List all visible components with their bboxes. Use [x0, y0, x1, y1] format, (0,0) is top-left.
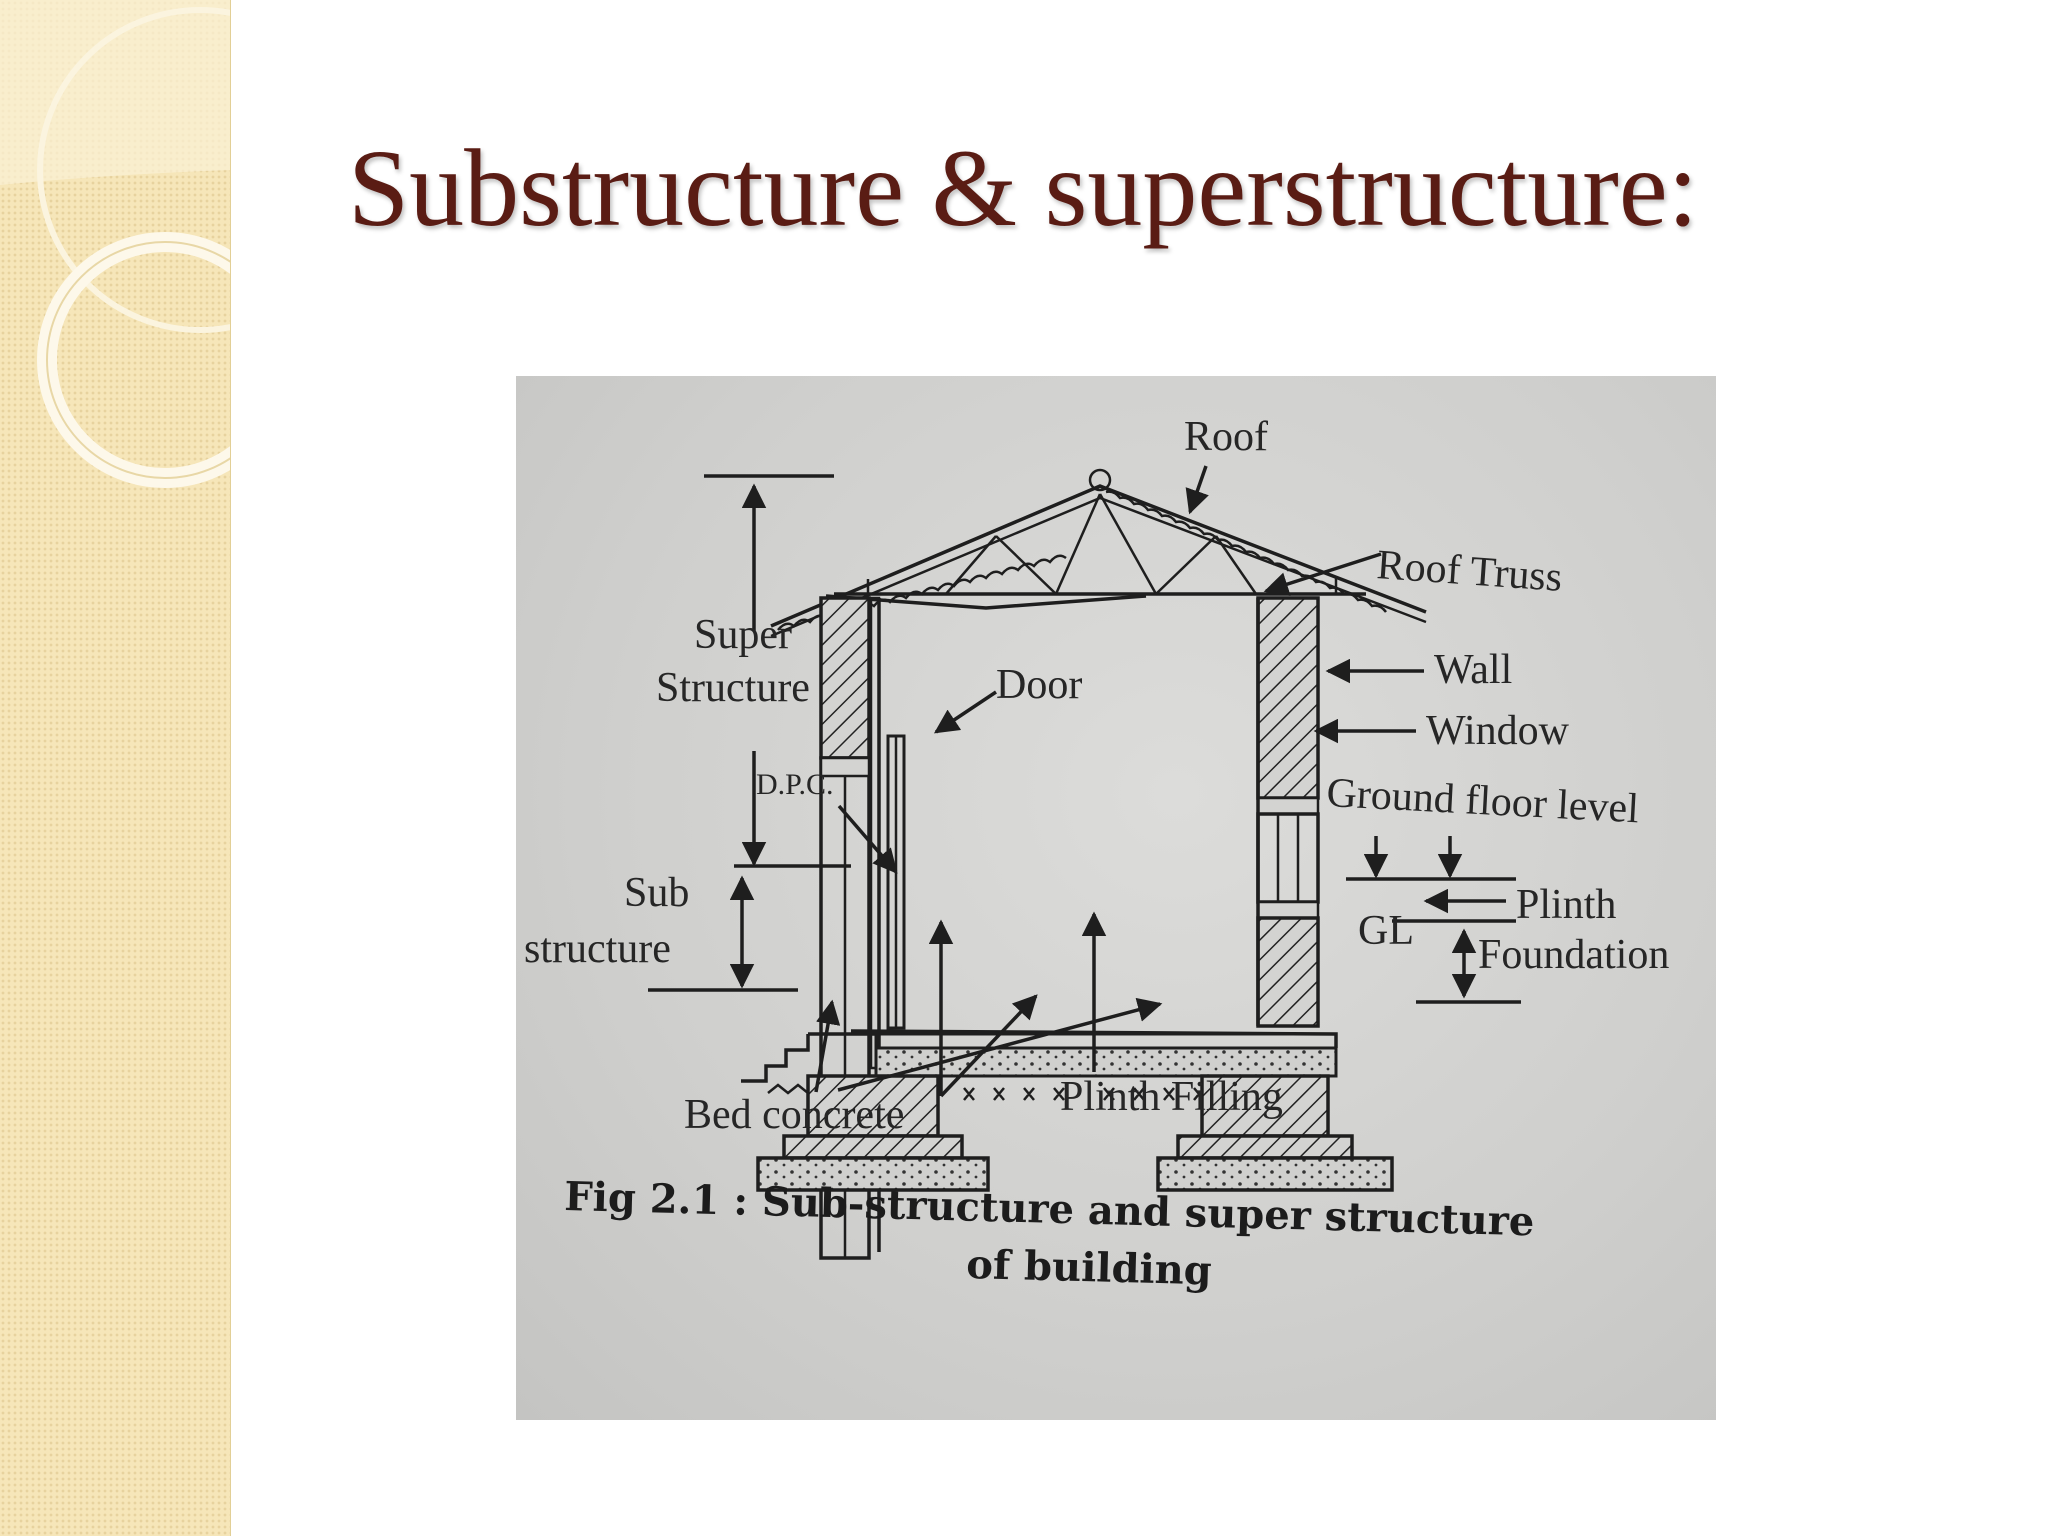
label-bed-concrete: Bed concrete: [684, 1092, 904, 1138]
decorative-rings: [0, 0, 230, 488]
label-plinth: Plinth: [1516, 882, 1616, 928]
label-sub-structure-2: structure: [524, 926, 671, 972]
leader-arrows: [837, 465, 1424, 1098]
plinth-foundation-drawing: [741, 1029, 1394, 1192]
label-super-structure-2: Structure: [656, 665, 810, 711]
figure-caption-line2: of building: [966, 1241, 1213, 1294]
label-plinth-filling: Plinth Filling: [1060, 1074, 1283, 1120]
decorative-side-band: [0, 0, 231, 1536]
slide-title: Substructure & superstructure:: [348, 127, 1699, 249]
label-gl: GL: [1358, 908, 1414, 954]
label-super-structure-1: Super: [694, 612, 792, 658]
building-diagram-photo: Roof Roof Truss Super Structure Door Wal…: [516, 376, 1716, 1420]
label-door: Door: [996, 662, 1082, 708]
label-ground-floor-level: Ground floor level: [1325, 770, 1640, 832]
label-roof-truss: Roof Truss: [1375, 542, 1563, 601]
label-sub-structure-1: Sub: [624, 870, 689, 916]
door-drawing: [886, 734, 906, 1030]
label-foundation: Foundation: [1478, 932, 1669, 978]
label-roof: Roof: [1184, 414, 1268, 460]
label-wall: Wall: [1434, 647, 1512, 693]
label-window: Window: [1426, 708, 1570, 754]
bed-concrete-leaders: [814, 911, 1163, 1093]
label-dpc: D.P.C.: [756, 768, 834, 801]
building-diagram: Roof Roof Truss Super Structure Door Wal…: [524, 414, 1669, 1294]
dimension-lines-right: [1346, 836, 1521, 1004]
dimension-lines-left: [648, 474, 851, 992]
